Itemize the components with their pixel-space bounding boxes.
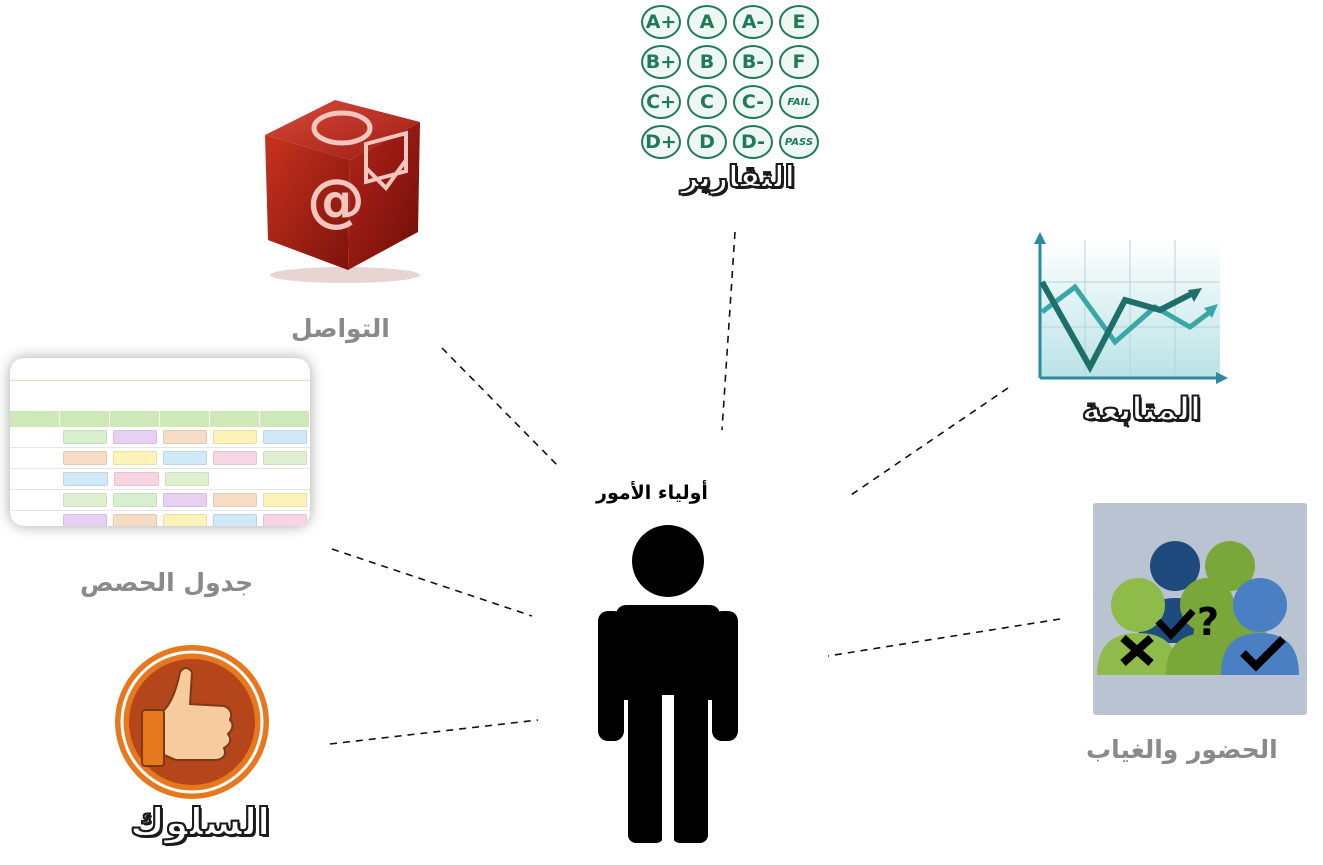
person-icon [598, 525, 738, 845]
grade-badge: A [687, 5, 727, 39]
timetable-row [10, 469, 310, 490]
connector-reports [721, 231, 736, 431]
grade-badge: D- [733, 125, 773, 159]
attendance-icon: ? [1093, 503, 1307, 715]
attendance-label: الحضور والغياب [1086, 735, 1278, 764]
connector-followup [847, 387, 1009, 498]
schedule-label: جدول الحصص [80, 568, 254, 597]
grade-badge: B [687, 45, 727, 79]
timetable-cell [263, 493, 307, 507]
grade-badge: D+ [641, 125, 681, 159]
timetable-row [10, 511, 310, 526]
behavior-label: السلوك [129, 799, 271, 845]
timetable-cell [63, 472, 108, 486]
connector-attendance [827, 618, 1061, 657]
thumbs-up-icon [115, 645, 269, 799]
timetable-row [10, 427, 310, 448]
grade-badge: E [779, 5, 819, 39]
timetable-cell [113, 451, 157, 465]
grade-badge: C- [733, 85, 773, 119]
svg-text:@: @ [307, 166, 365, 234]
grade-badge: B+ [641, 45, 681, 79]
grade-badge: A- [733, 5, 773, 39]
timetable-row [10, 490, 310, 511]
timetable-cell [163, 514, 207, 526]
timetable-cell [213, 451, 257, 465]
communication-label: التواصل [291, 314, 390, 343]
timetable-cell [63, 451, 107, 465]
timetable-cell [213, 430, 257, 444]
reports-label: التقارير [680, 159, 796, 196]
timetable-cell [113, 472, 159, 486]
connector-behavior [329, 719, 539, 745]
timetable-cell [263, 430, 307, 444]
timetable-cell [163, 430, 207, 444]
timetable-cell [63, 430, 107, 444]
timetable-cell [163, 493, 207, 507]
timetable-cell [164, 472, 210, 486]
timetable-cell [113, 430, 157, 444]
timetable-cell [163, 451, 207, 465]
grade-badge: A+ [641, 5, 681, 39]
timetable-icon [10, 358, 310, 526]
connector-schedule [331, 548, 533, 617]
timetable-cell [63, 493, 107, 507]
grade-badge: PASS [779, 125, 819, 159]
timetable-cell [63, 514, 107, 526]
grade-badge: D [687, 125, 727, 159]
timetable-cell [113, 493, 157, 507]
timetable-row [10, 448, 310, 469]
grade-badge: C [687, 85, 727, 119]
grade-badge: F [779, 45, 819, 79]
grade-badge: FAIL [779, 85, 819, 119]
timetable-cell [263, 514, 307, 526]
timetable-cell [113, 514, 157, 526]
svg-text:?: ? [1197, 600, 1219, 644]
line-chart-icon [1034, 232, 1228, 384]
followup-label: المتابعة [1081, 389, 1202, 429]
center-label: أولياء الأمور [596, 482, 708, 504]
timetable-cell [215, 472, 258, 486]
timetable-cell [264, 472, 307, 486]
grade-badge: C+ [641, 85, 681, 119]
timetable-cell [213, 514, 257, 526]
contact-cube-icon: @ [265, 100, 420, 283]
timetable-cell [263, 451, 307, 465]
grade-badge: B- [733, 45, 773, 79]
connector-communication [441, 347, 559, 467]
timetable-cell [213, 493, 257, 507]
